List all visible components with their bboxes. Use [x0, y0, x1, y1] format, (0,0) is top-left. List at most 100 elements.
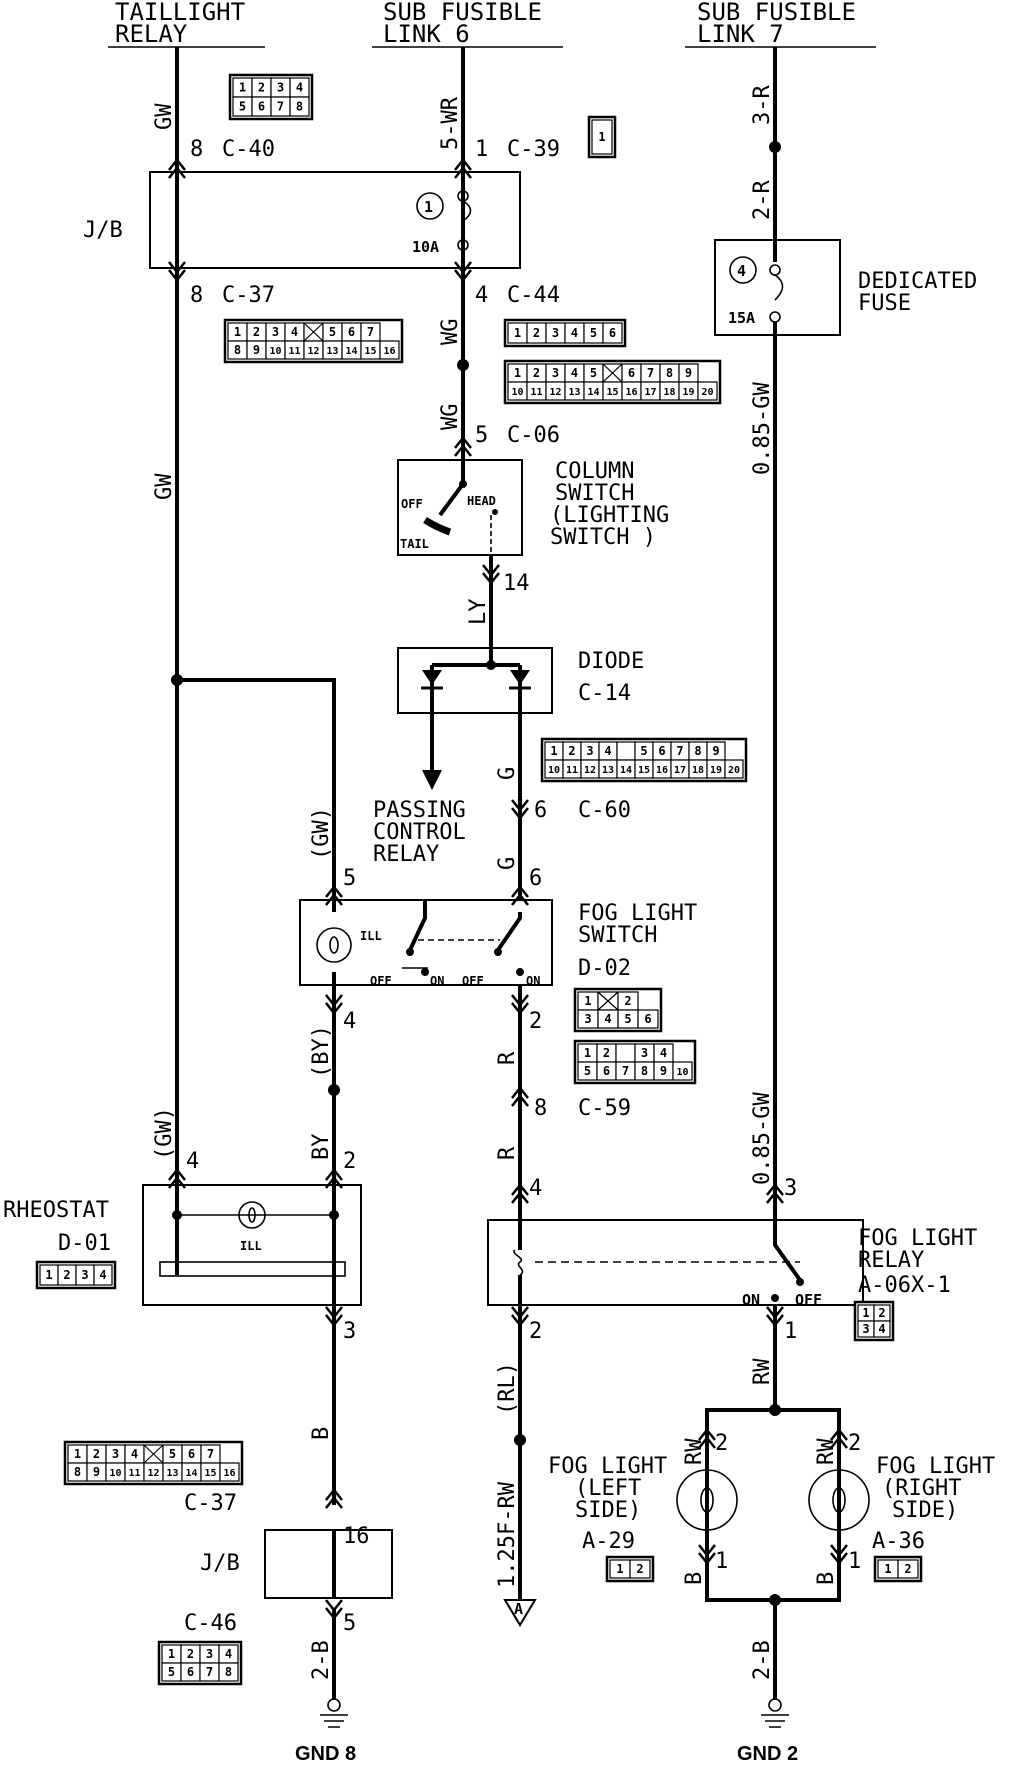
- column-switch-off: OFF: [401, 497, 423, 511]
- pin-8-c40: 8: [190, 137, 203, 162]
- connector-pin-label: 9: [712, 744, 719, 758]
- connector-d01: D-01: [58, 1231, 111, 1256]
- sub-fusible-link-7-label-2: LINK 7: [697, 20, 784, 48]
- connector-pin-label: 8: [641, 1064, 648, 1078]
- fuse-1-amps: 10A: [412, 238, 439, 256]
- connector-pin-label: 3: [552, 366, 559, 380]
- connector-pin-label: 4: [296, 81, 303, 95]
- connector-pin-label: 3: [277, 81, 284, 95]
- connector-pin-label: 2: [636, 1562, 643, 1576]
- connector-pin-label: 6: [188, 1447, 195, 1461]
- connector-pin-label: 4: [604, 1012, 611, 1026]
- connector-pin-label: 15: [364, 346, 376, 357]
- pin-2-d02: 2: [529, 1009, 542, 1034]
- connector-pin-label: 1: [45, 1268, 52, 1282]
- connector-pin-label: 10: [511, 387, 523, 398]
- connector-c14: C-14: [578, 681, 631, 706]
- connector-cell: [697, 381, 718, 401]
- pin-4-relay: 4: [529, 1176, 542, 1201]
- pin-1-relay: 1: [784, 1319, 797, 1344]
- fog-switch-off-2: OFF: [462, 974, 484, 988]
- connector-pin-label: 1: [168, 1647, 175, 1661]
- connector-pin-label: 10: [676, 1067, 688, 1078]
- wire-label-rw: RW: [750, 1358, 775, 1385]
- junction-block-bottom: J/B: [200, 1529, 393, 1599]
- connector-pin-label: 17: [674, 765, 686, 776]
- connector-pin-label: 20: [701, 387, 713, 398]
- jb-bottom-label: J/B: [200, 1551, 240, 1576]
- connector-pin-label: 15: [204, 1468, 216, 1479]
- fog-switch-on-2: ON: [526, 974, 540, 988]
- fuse-1: 1 10A: [412, 190, 472, 256]
- connector-pin-label: 3: [112, 1447, 119, 1461]
- connector-pin-label: 5: [239, 100, 246, 114]
- connector-pin-label: 1: [234, 325, 241, 339]
- splices: [171, 141, 781, 1606]
- wire-label-2b-right: 2-B: [750, 1640, 775, 1680]
- connector-pin-label: 8: [296, 100, 303, 114]
- connector-pin-label: 15: [638, 765, 650, 776]
- fog-right-label-1: FOG LIGHT: [876, 1454, 995, 1479]
- connector-pin-label: 17: [644, 387, 656, 398]
- wire-label-b: B: [309, 1427, 334, 1440]
- connector-cell: [724, 759, 744, 779]
- connector-pin-label: 4: [604, 744, 611, 758]
- connector-pin-label: 6: [348, 325, 355, 339]
- wire-label-rl: (RL): [495, 1362, 520, 1415]
- connector-pin-label: 2: [533, 366, 540, 380]
- wire-label-5wr: 5-WR: [438, 96, 463, 150]
- connector-names: C-40 C-39 C-37 C-44 C-06 C-14 C-60 D-02 …: [58, 137, 951, 1636]
- connector-pin-label: 2: [253, 325, 260, 339]
- wire-label-b-left: B: [682, 1572, 707, 1585]
- connector-pin-label: 2: [533, 326, 540, 340]
- connector-pin-label: 7: [206, 1665, 213, 1679]
- connector-pin-label: 20: [728, 765, 740, 776]
- connector-pin-label: 3: [206, 1647, 213, 1661]
- pin-5-jb: 5: [343, 1611, 356, 1636]
- passing-relay-label-1: PASSING: [373, 798, 466, 823]
- arrow-a-label: A: [514, 1600, 523, 1618]
- connector-cell: [289, 96, 310, 117]
- fog-relay-label-2: RELAY: [858, 1248, 924, 1273]
- fog-right-label-3: SIDE): [892, 1498, 958, 1523]
- fog-switch-off-1: OFF: [370, 974, 392, 988]
- wire-label-rw-right: RW: [814, 1438, 839, 1465]
- connector-pin-label: 4: [660, 1046, 667, 1060]
- column-switch-label-1: COLUMN: [555, 459, 634, 484]
- taillight-relay-label-2: RELAY: [115, 20, 188, 48]
- connector-c60: C-60: [578, 798, 631, 823]
- connector-pin-label: 5: [590, 326, 597, 340]
- ground-2: GND 2: [737, 1698, 798, 1765]
- fog-light-relay: ON OFF FOG LIGHT RELAY: [487, 1219, 977, 1309]
- connector-pin-label: 1: [74, 1447, 81, 1461]
- connector-pin-label: 9: [93, 1465, 100, 1479]
- wire-label-by: BY: [309, 1134, 334, 1161]
- diode-label: DIODE: [578, 649, 644, 674]
- connector-pin-label: 11: [288, 346, 300, 357]
- connector-pin-label: 13: [568, 387, 580, 398]
- pin-8-c59: 8: [534, 1096, 547, 1121]
- passing-control-relay-label: PASSING CONTROL RELAY: [373, 798, 466, 867]
- sub-fusible-link-6-header: SUB FUSIBLE LINK 6: [372, 0, 563, 48]
- connector-pin-label: 1: [239, 81, 246, 95]
- connector-pin-label: 7: [676, 744, 683, 758]
- connector-pin-label: 12: [584, 765, 596, 776]
- pin-4-rheostat: 4: [186, 1149, 199, 1174]
- connector-c40: C-40: [222, 137, 275, 162]
- connector-pin-label: 8: [234, 343, 241, 357]
- taillight-relay-label-1: TAILLIGHT: [115, 0, 245, 26]
- connector-pin-label: 7: [207, 1447, 214, 1461]
- column-switch-tail: TAIL: [400, 537, 429, 551]
- column-switch-head: HEAD: [467, 494, 496, 508]
- fog-left-label-3: SIDE): [575, 1498, 641, 1523]
- connector-pin-label: 7: [647, 366, 654, 380]
- gw-branch-wire: [177, 678, 336, 900]
- pin-2-relay: 2: [529, 1319, 542, 1344]
- connector-pin-label: 13: [166, 1468, 178, 1479]
- connector-cell: [897, 1559, 919, 1579]
